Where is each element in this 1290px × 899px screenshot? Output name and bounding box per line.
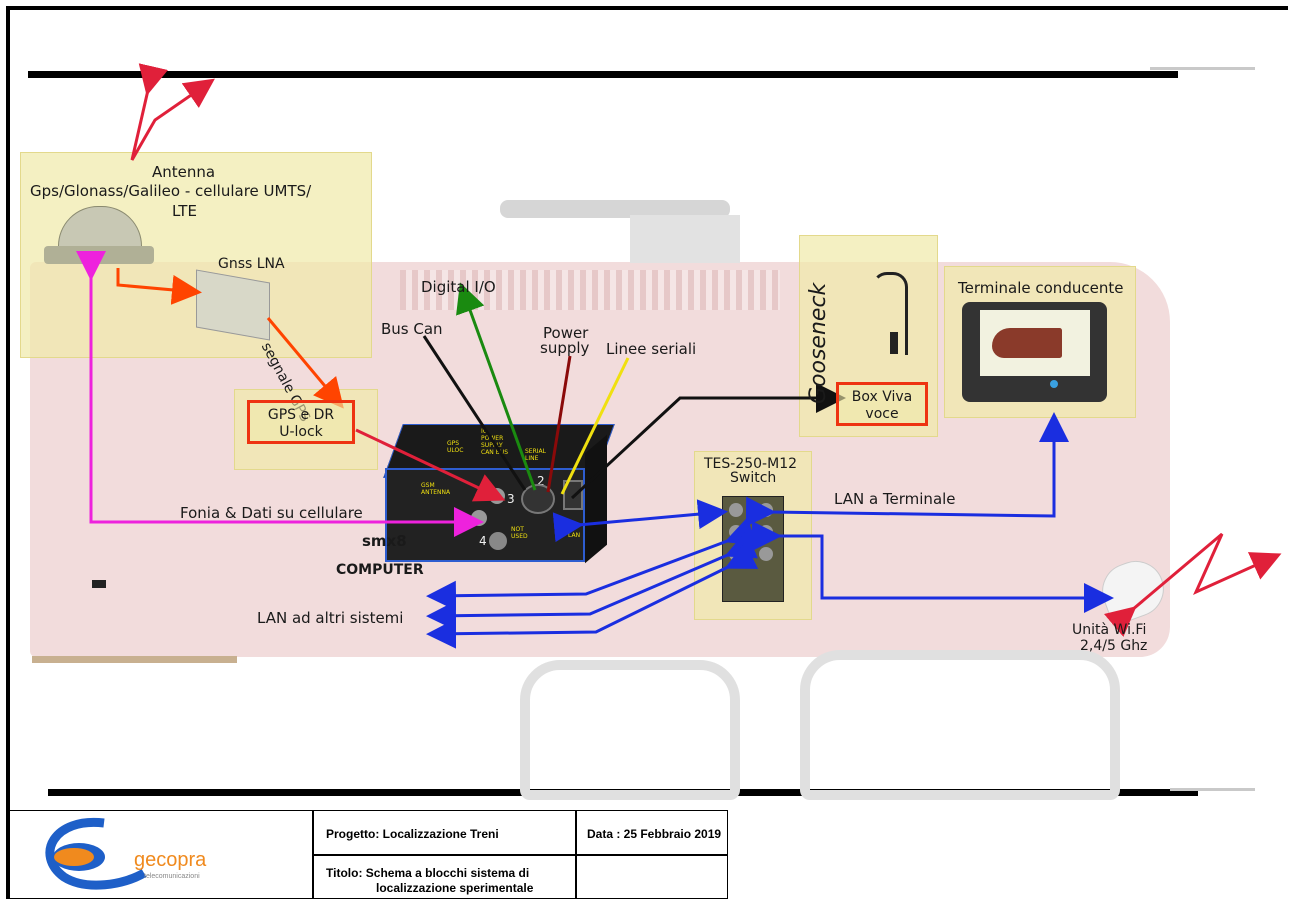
terminale-label: Terminale conducente xyxy=(958,279,1123,297)
progetto-cell: Progetto: Localizzazione Treni xyxy=(313,810,576,855)
wifi-radio-signal xyxy=(1132,534,1276,610)
antenna-radio-signal xyxy=(132,82,210,160)
bus-can-wire xyxy=(424,336,525,490)
empty-cell xyxy=(576,855,728,899)
power-label-2: supply xyxy=(540,339,589,357)
gps-dr-to-computer xyxy=(356,430,500,498)
antenna-title: Antenna xyxy=(152,163,215,181)
bus-can-label: Bus Can xyxy=(381,320,443,338)
wifi-label-1: Unità Wi.Fi xyxy=(1072,622,1146,638)
lan-altri-3 xyxy=(432,566,730,634)
serial-to-box-viva xyxy=(572,398,840,498)
box-viva-line1: Box Viva xyxy=(839,389,925,406)
gnss-lna-label: Gnss LNA xyxy=(218,256,285,272)
gooseneck-label: Gooseneck xyxy=(806,283,831,404)
titolo-text-2: localizzazione sperimentale xyxy=(376,881,533,895)
gps-dr-line2: U-lock xyxy=(250,424,352,441)
antenna-subtitle-1: Gps/Glonass/Galileo - cellulare UMTS/ xyxy=(30,182,311,200)
antenna-to-lna xyxy=(118,268,196,292)
logo-name: gecopra xyxy=(134,849,206,872)
computer-label-1: smx8 xyxy=(362,532,407,550)
data-text: Data : 25 Febbraio 2019 xyxy=(587,827,721,841)
digital-io-wire xyxy=(462,288,535,490)
footer-logo-cell: gecopra telecomunicazioni xyxy=(10,810,313,899)
gps-dr-box: GPS e DR U-lock xyxy=(247,400,355,444)
gps-dr-line1: GPS e DR xyxy=(250,407,352,424)
titolo-cell: Titolo: Schema a blocchi sistema di loca… xyxy=(313,855,576,899)
switch-label-2: Switch xyxy=(730,470,776,486)
digital-io-label: Digital I/O xyxy=(421,278,496,296)
linee-seriali-wire xyxy=(562,358,628,494)
box-viva-line2: voce xyxy=(839,406,925,423)
logo-subtitle: telecomunicazioni xyxy=(144,873,200,880)
lan-altri-label: LAN ad altri sistemi xyxy=(257,609,403,627)
box-viva-box: Box Viva voce xyxy=(836,382,928,426)
computer-to-switch-lan xyxy=(578,512,722,525)
linee-seriali-label: Linee seriali xyxy=(606,340,696,358)
fonia-label: Fonia & Dati su cellulare xyxy=(180,504,363,522)
antenna-subtitle-2: LTE xyxy=(172,202,197,220)
lan-altri-2 xyxy=(432,554,730,616)
power-supply-wire xyxy=(548,356,570,492)
wifi-label-2: 2,4/5 Ghz xyxy=(1080,638,1147,654)
titolo-text-1: Titolo: Schema a blocchi sistema di xyxy=(326,866,529,880)
data-cell: Data : 25 Febbraio 2019 xyxy=(576,810,728,855)
computer-label-2: COMPUTER xyxy=(336,562,424,578)
progetto-text: Progetto: Localizzazione Treni xyxy=(326,827,499,841)
switch-to-wifi-lan xyxy=(776,536,1108,598)
lan-terminale-label: LAN a Terminale xyxy=(834,490,956,508)
